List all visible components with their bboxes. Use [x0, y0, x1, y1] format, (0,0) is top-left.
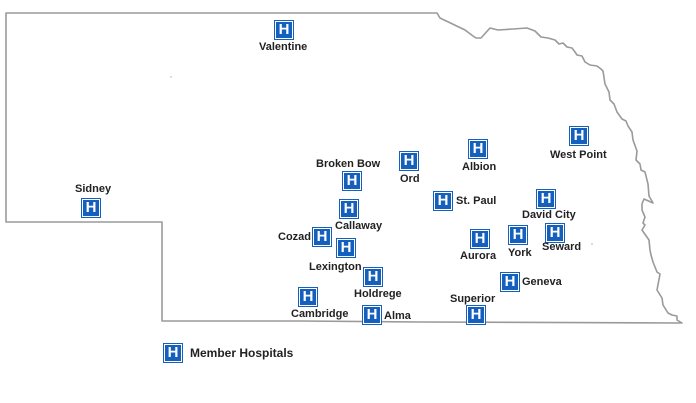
hospital-icon: H [508, 225, 528, 245]
hospital-icon: H [81, 198, 101, 218]
hospital-label: Cambridge [291, 308, 349, 320]
hospital-icon: H [399, 151, 419, 171]
hospital-icon: H [342, 171, 362, 191]
hospital-icon: H [274, 20, 294, 40]
hospital-label: York [508, 247, 532, 259]
hospital-label: Superior [450, 293, 496, 305]
hospital-icon: H [470, 229, 490, 249]
hospital-label: Aurora [460, 250, 497, 262]
hospital-label: West Point [550, 149, 607, 161]
hospital-icon: H [163, 343, 183, 363]
state-border [5, 12, 683, 324]
hospital-label: Lexington [309, 261, 362, 273]
hospital-icon: H [433, 191, 453, 211]
hospital-label: Seward [542, 241, 582, 253]
hospital-label: David City [522, 209, 576, 221]
hospital-icon: H [298, 287, 318, 307]
hospital-icon: H [312, 227, 332, 247]
hospital-icon: H [569, 126, 589, 146]
hospital-icon: H [336, 238, 356, 258]
hospital-icon: H [466, 305, 486, 325]
legend-label: Member Hospitals [190, 346, 294, 360]
hospital-label: Sidney [75, 183, 112, 195]
hospital-label: Callaway [335, 220, 383, 232]
hospital-label: Ord [400, 173, 420, 185]
hospital-icon: H [363, 267, 383, 287]
hospital-label: St. Paul [456, 195, 497, 207]
hospital-label: Alma [384, 310, 411, 322]
hospital-label: Cozad [278, 231, 311, 243]
hospital-icon: H [536, 189, 556, 209]
hospital-label: Holdrege [354, 288, 402, 300]
hospital-icon: H [500, 272, 520, 292]
hospital-icon: H [339, 199, 359, 219]
map-speck [170, 76, 172, 78]
hospital-label: Broken Bow [316, 158, 381, 170]
map-speck [591, 243, 593, 245]
hospital-label: Albion [462, 161, 497, 173]
hospital-label: Geneva [522, 276, 562, 288]
hospital-icon: H [545, 223, 565, 243]
hospital-icon: H [362, 305, 382, 325]
hospital-icon: H [468, 139, 488, 159]
hospital-label: Valentine [259, 41, 308, 53]
